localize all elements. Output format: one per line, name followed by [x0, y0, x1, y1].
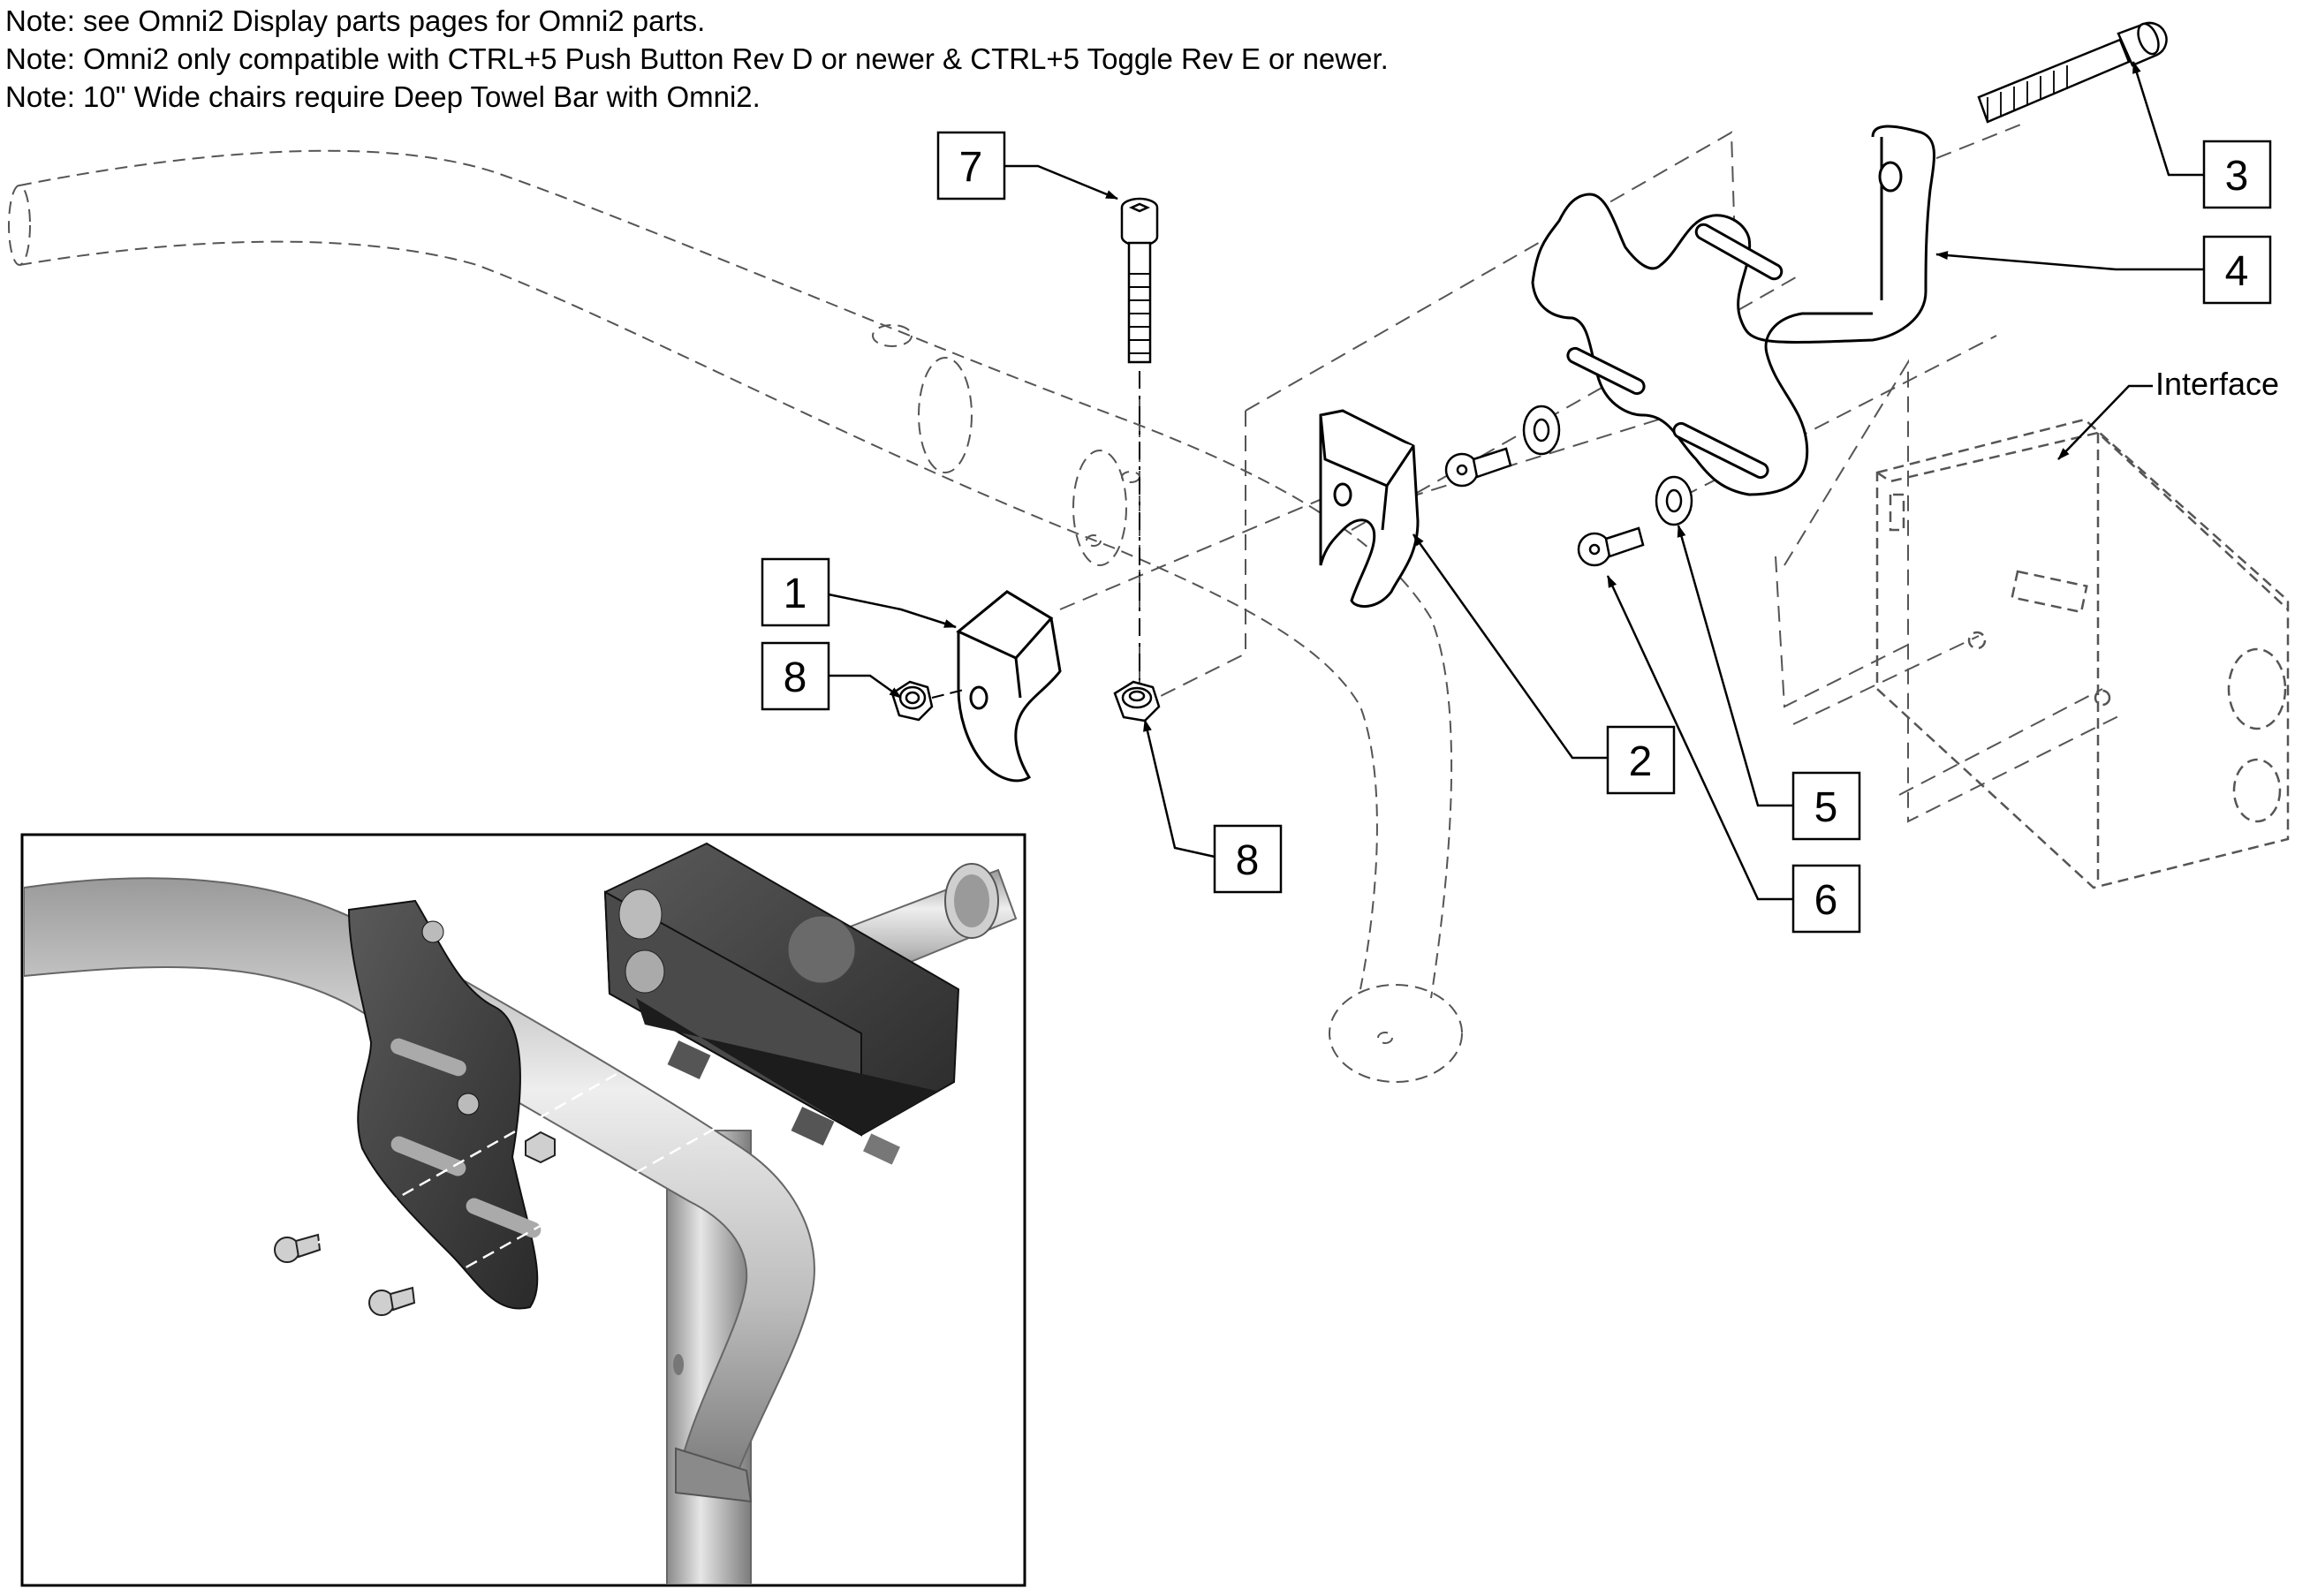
part-6-button-screw-lower [1577, 526, 1645, 567]
callout-6: 6 [1791, 864, 1861, 934]
callout-8-left: 8 [761, 641, 830, 711]
part-4-bracket [1531, 125, 1935, 496]
part-1-clamp-front [956, 590, 1062, 783]
svg-text:8: 8 [784, 654, 807, 701]
callout-4: 4 [2202, 235, 2272, 305]
notes-block: Note: see Omni2 Display parts pages for … [5, 2, 1389, 116]
part-8-hex-nut-left [890, 680, 934, 722]
part-8-hex-nut-bottom [1113, 680, 1161, 722]
svg-text:1: 1 [784, 571, 807, 617]
svg-text:6: 6 [1814, 877, 1838, 924]
part-2-clamp-rear [1319, 409, 1420, 609]
note-3: Note: 10" Wide chairs require Deep Towel… [5, 80, 761, 113]
ghost-interface-box [1875, 418, 2290, 889]
part-7-cap-screw [1120, 197, 1159, 364]
part-5-washer-upper [1522, 405, 1561, 456]
callout-leaders [828, 61, 2204, 901]
part-5-washer-lower [1655, 475, 1693, 526]
label-interface: Interface [2155, 366, 2279, 402]
part-3-long-bolt [1977, 21, 2168, 124]
callout-5: 5 [1791, 771, 1861, 841]
callout-7: 7 [936, 131, 1006, 200]
svg-text:3: 3 [2225, 153, 2249, 200]
svg-text:7: 7 [959, 144, 983, 191]
svg-text:5: 5 [1814, 784, 1838, 831]
callout-3: 3 [2202, 140, 2272, 209]
ghost-handlebar-tube [8, 149, 1463, 1083]
callout-2: 2 [1606, 725, 1676, 795]
callout-1: 1 [761, 557, 830, 627]
callout-8-bottom: 8 [1213, 824, 1283, 894]
svg-text:4: 4 [2225, 248, 2249, 295]
note-1: Note: see Omni2 Display parts pages for … [5, 4, 706, 37]
note-2: Note: Omni2 only compatible with CTRL+5 … [5, 42, 1389, 75]
inset-rendered-view [20, 833, 1026, 1587]
svg-text:2: 2 [1629, 738, 1653, 785]
svg-text:8: 8 [1236, 837, 1260, 884]
part-6-button-screw-upper [1444, 447, 1512, 488]
